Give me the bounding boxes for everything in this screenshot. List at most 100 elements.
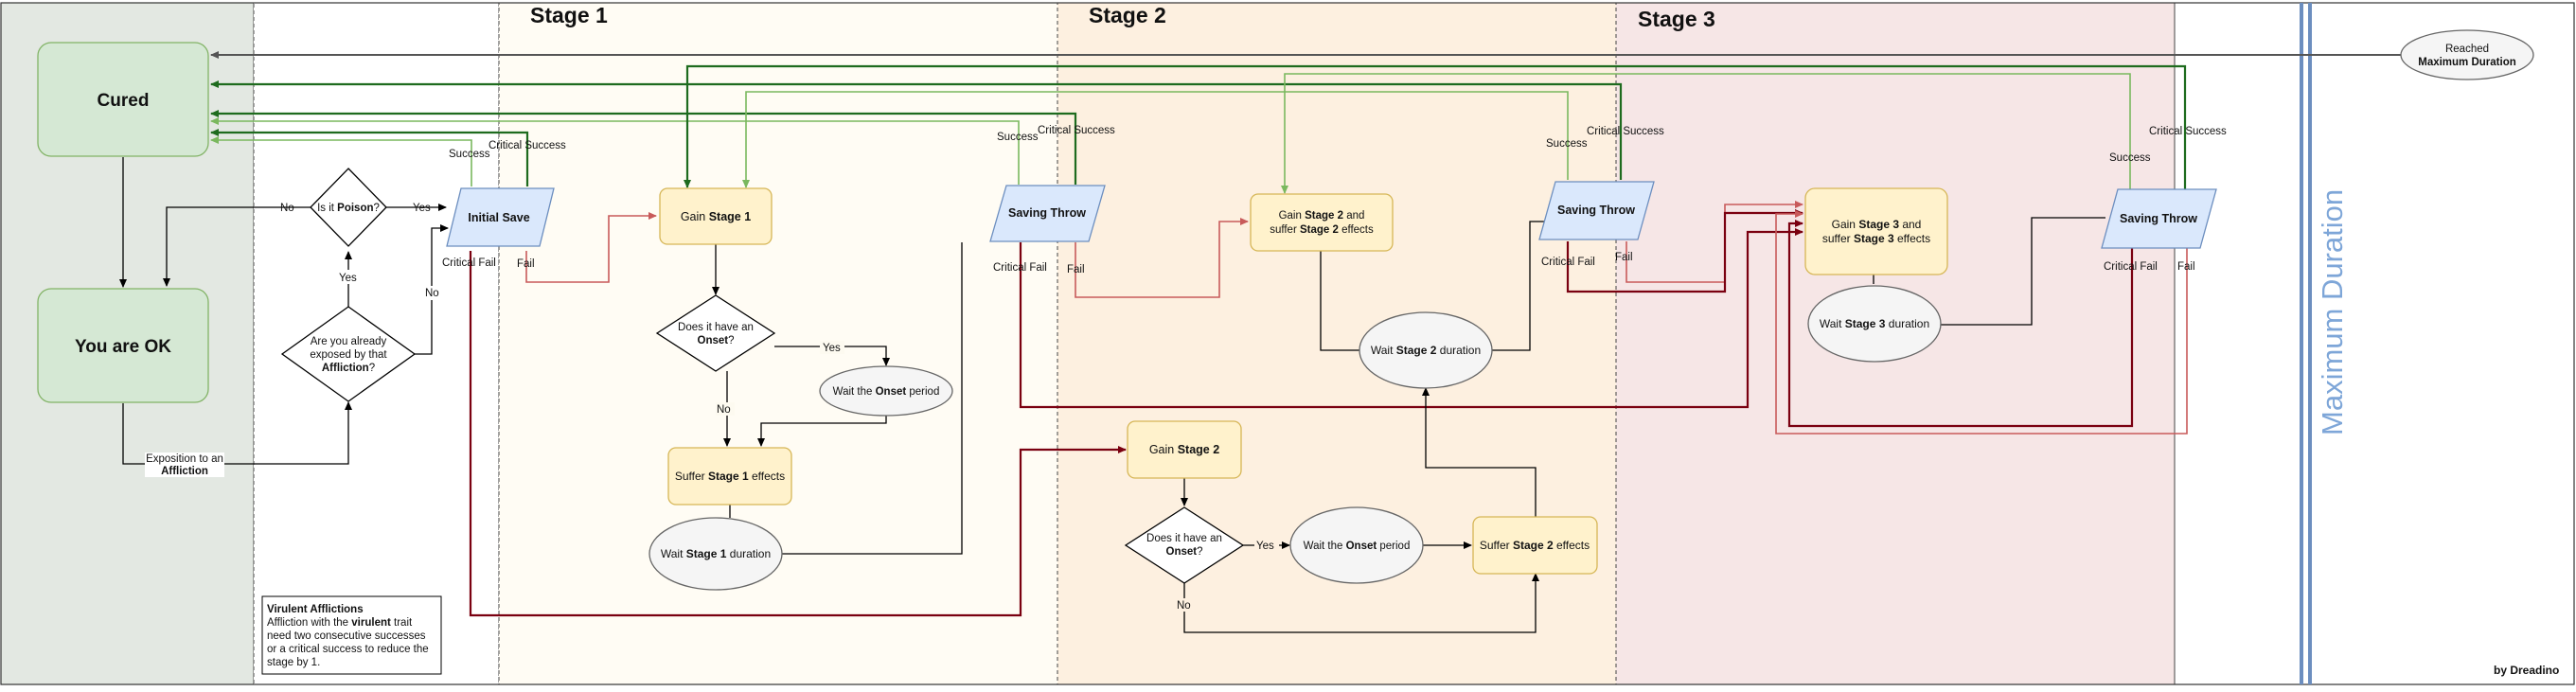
is-poison-diamond	[310, 168, 387, 247]
st2-crit-success-label: Critical Success	[1587, 126, 1664, 137]
max-duration-bar	[2300, 3, 2312, 684]
already-exposed-line3: Affliction?	[322, 363, 375, 374]
saving-throw-3-label: Saving Throw	[2120, 212, 2197, 225]
onset-q2-diamond	[1124, 506, 1245, 584]
cured-box	[37, 42, 209, 157]
onset-q1-yes-label: Yes	[823, 343, 841, 354]
exposition-label-line1: Exposition to an	[146, 453, 223, 465]
st2-fail-label: Fail	[1615, 252, 1633, 263]
onset-q1-diamond	[655, 294, 776, 372]
virulent-note-line2: need two consecutive successes	[267, 630, 426, 642]
lane-stage2	[1057, 2, 1617, 685]
suffer-stage2-label: Suffer Stage 2 effects	[1480, 539, 1590, 552]
poison-no-label: No	[280, 203, 294, 214]
gain-stage1-box	[659, 187, 773, 245]
exposition-label-line2: Affliction	[161, 466, 208, 477]
poison-yes-label: Yes	[413, 203, 431, 214]
gain-stage2b-label: Gain Stage 2	[1149, 443, 1219, 456]
initial-save-success-label: Success	[449, 149, 490, 160]
wait-stage3-label: Wait Stage 3 duration	[1820, 317, 1929, 330]
onset-q1-no-label: No	[717, 404, 731, 416]
saving-throw-1-label: Saving Throw	[1008, 206, 1086, 220]
suffer-stage1-label: Suffer Stage 1 effects	[675, 470, 785, 483]
st2-success-label: Success	[1546, 138, 1588, 150]
onset-q2-no-bg	[1174, 598, 1193, 612]
onset-q2-line2: Onset?	[1166, 546, 1203, 558]
cured-label: Cured	[98, 91, 150, 111]
virulent-note-line4: stage by 1.	[267, 657, 320, 668]
st1-fail-label: Fail	[1067, 264, 1085, 275]
wait-onset1-label: Wait the Onset period	[833, 386, 940, 398]
wait-stage1-label: Wait Stage 1 duration	[661, 547, 771, 560]
st1-crit-fail-label: Critical Fail	[993, 262, 1047, 274]
reached-max-line1: Reached	[2445, 44, 2489, 55]
st3-fail-label: Fail	[2177, 261, 2195, 273]
wait-onset2-ellipse	[1289, 506, 1424, 584]
initial-save-crit-success-label: Critical Success	[489, 140, 566, 151]
saving-throw-2-box	[1538, 181, 1655, 240]
exposed-yes-bg	[336, 270, 363, 284]
wait-stage2-ellipse	[1359, 311, 1493, 389]
stage3-title: Stage 3	[1638, 7, 1715, 31]
stage2-title: Stage 2	[1089, 3, 1166, 27]
st3-crit-fail-label: Critical Fail	[2104, 261, 2158, 273]
onset-q1-yes-bg	[820, 341, 844, 354]
gain-stage3-line2: suffer Stage 3 effects	[1822, 232, 1930, 245]
is-poison-label: Is it Poison?	[317, 203, 380, 214]
suffer-stage2-box	[1472, 516, 1598, 575]
lane-max	[2174, 2, 2575, 685]
initial-save-crit-fail-label: Critical Fail	[442, 257, 496, 269]
wait-stage2-label: Wait Stage 2 duration	[1371, 344, 1481, 357]
virulent-note-line3: or a critical success to reduce the	[267, 644, 429, 655]
you-are-ok-box	[37, 288, 209, 403]
reached-max-ellipse	[2400, 29, 2534, 80]
initial-save-fail-label: Fail	[517, 258, 535, 270]
exposed-no-label: No	[425, 288, 439, 299]
st3-crit-success-label: Critical Success	[2149, 126, 2227, 137]
lane-stage1	[498, 2, 1058, 685]
exposed-no-bg	[423, 286, 440, 300]
onset-q2-yes-label: Yes	[1256, 541, 1274, 552]
onset-q2-line1: Does it have an	[1146, 533, 1222, 544]
edges	[119, 51, 2401, 633]
gain-stage2b-box	[1127, 420, 1242, 479]
st1-success-label: Success	[997, 132, 1039, 143]
gain-stage3-line1: Gain Stage 3 and	[1832, 218, 1922, 231]
onset-q1-line2: Onset?	[698, 335, 735, 346]
wait-onset2-label: Wait the Onset period	[1304, 541, 1411, 552]
virulent-note-title: Virulent Afflictions	[267, 604, 364, 615]
saving-throw-3-box	[2101, 188, 2217, 249]
already-exposed-line1: Are you already	[311, 336, 387, 347]
gain-stage2-line2: suffer Stage 2 effects	[1270, 224, 1374, 236]
onset-q2-yes-bg	[1254, 540, 1279, 553]
virulent-note-line1: Affliction with the virulent trait	[267, 617, 413, 629]
gain-stage3-box	[1804, 187, 1948, 275]
st3-success-label: Success	[2109, 152, 2151, 164]
max-duration-title: Maximum Duration	[2316, 189, 2349, 435]
exposition-label-bg	[145, 452, 224, 477]
saving-throw-1-box	[989, 185, 1106, 242]
gain-stage1-label: Gain Stage 1	[681, 210, 751, 223]
onset-q1-no-bg	[716, 402, 735, 416]
wait-stage1-ellipse	[648, 517, 783, 591]
stage1-title: Stage 1	[530, 3, 608, 27]
you-are-ok-label: You are OK	[75, 337, 171, 357]
virulent-note-box	[261, 595, 442, 675]
gain-stage2-box	[1250, 193, 1394, 252]
onset-q2-no-label: No	[1177, 600, 1191, 612]
initial-save-box	[446, 187, 555, 247]
wait-onset1-ellipse	[819, 365, 953, 417]
st2-crit-fail-label: Critical Fail	[1541, 257, 1595, 268]
onset-q1-line1: Does it have an	[678, 322, 754, 333]
exposed-yes-label: Yes	[339, 273, 357, 284]
initial-save-label: Initial Save	[468, 211, 529, 224]
saving-throw-2-label: Saving Throw	[1557, 204, 1635, 217]
already-exposed-diamond	[280, 306, 417, 402]
suffer-stage1-box	[667, 447, 792, 506]
wait-stage3-ellipse	[1807, 285, 1942, 363]
credit: by Dreadino	[2494, 664, 2559, 677]
gain-stage2-line1: Gain Stage 2 and	[1279, 210, 1365, 222]
reached-max-line2: Maximum Duration	[2418, 57, 2516, 68]
